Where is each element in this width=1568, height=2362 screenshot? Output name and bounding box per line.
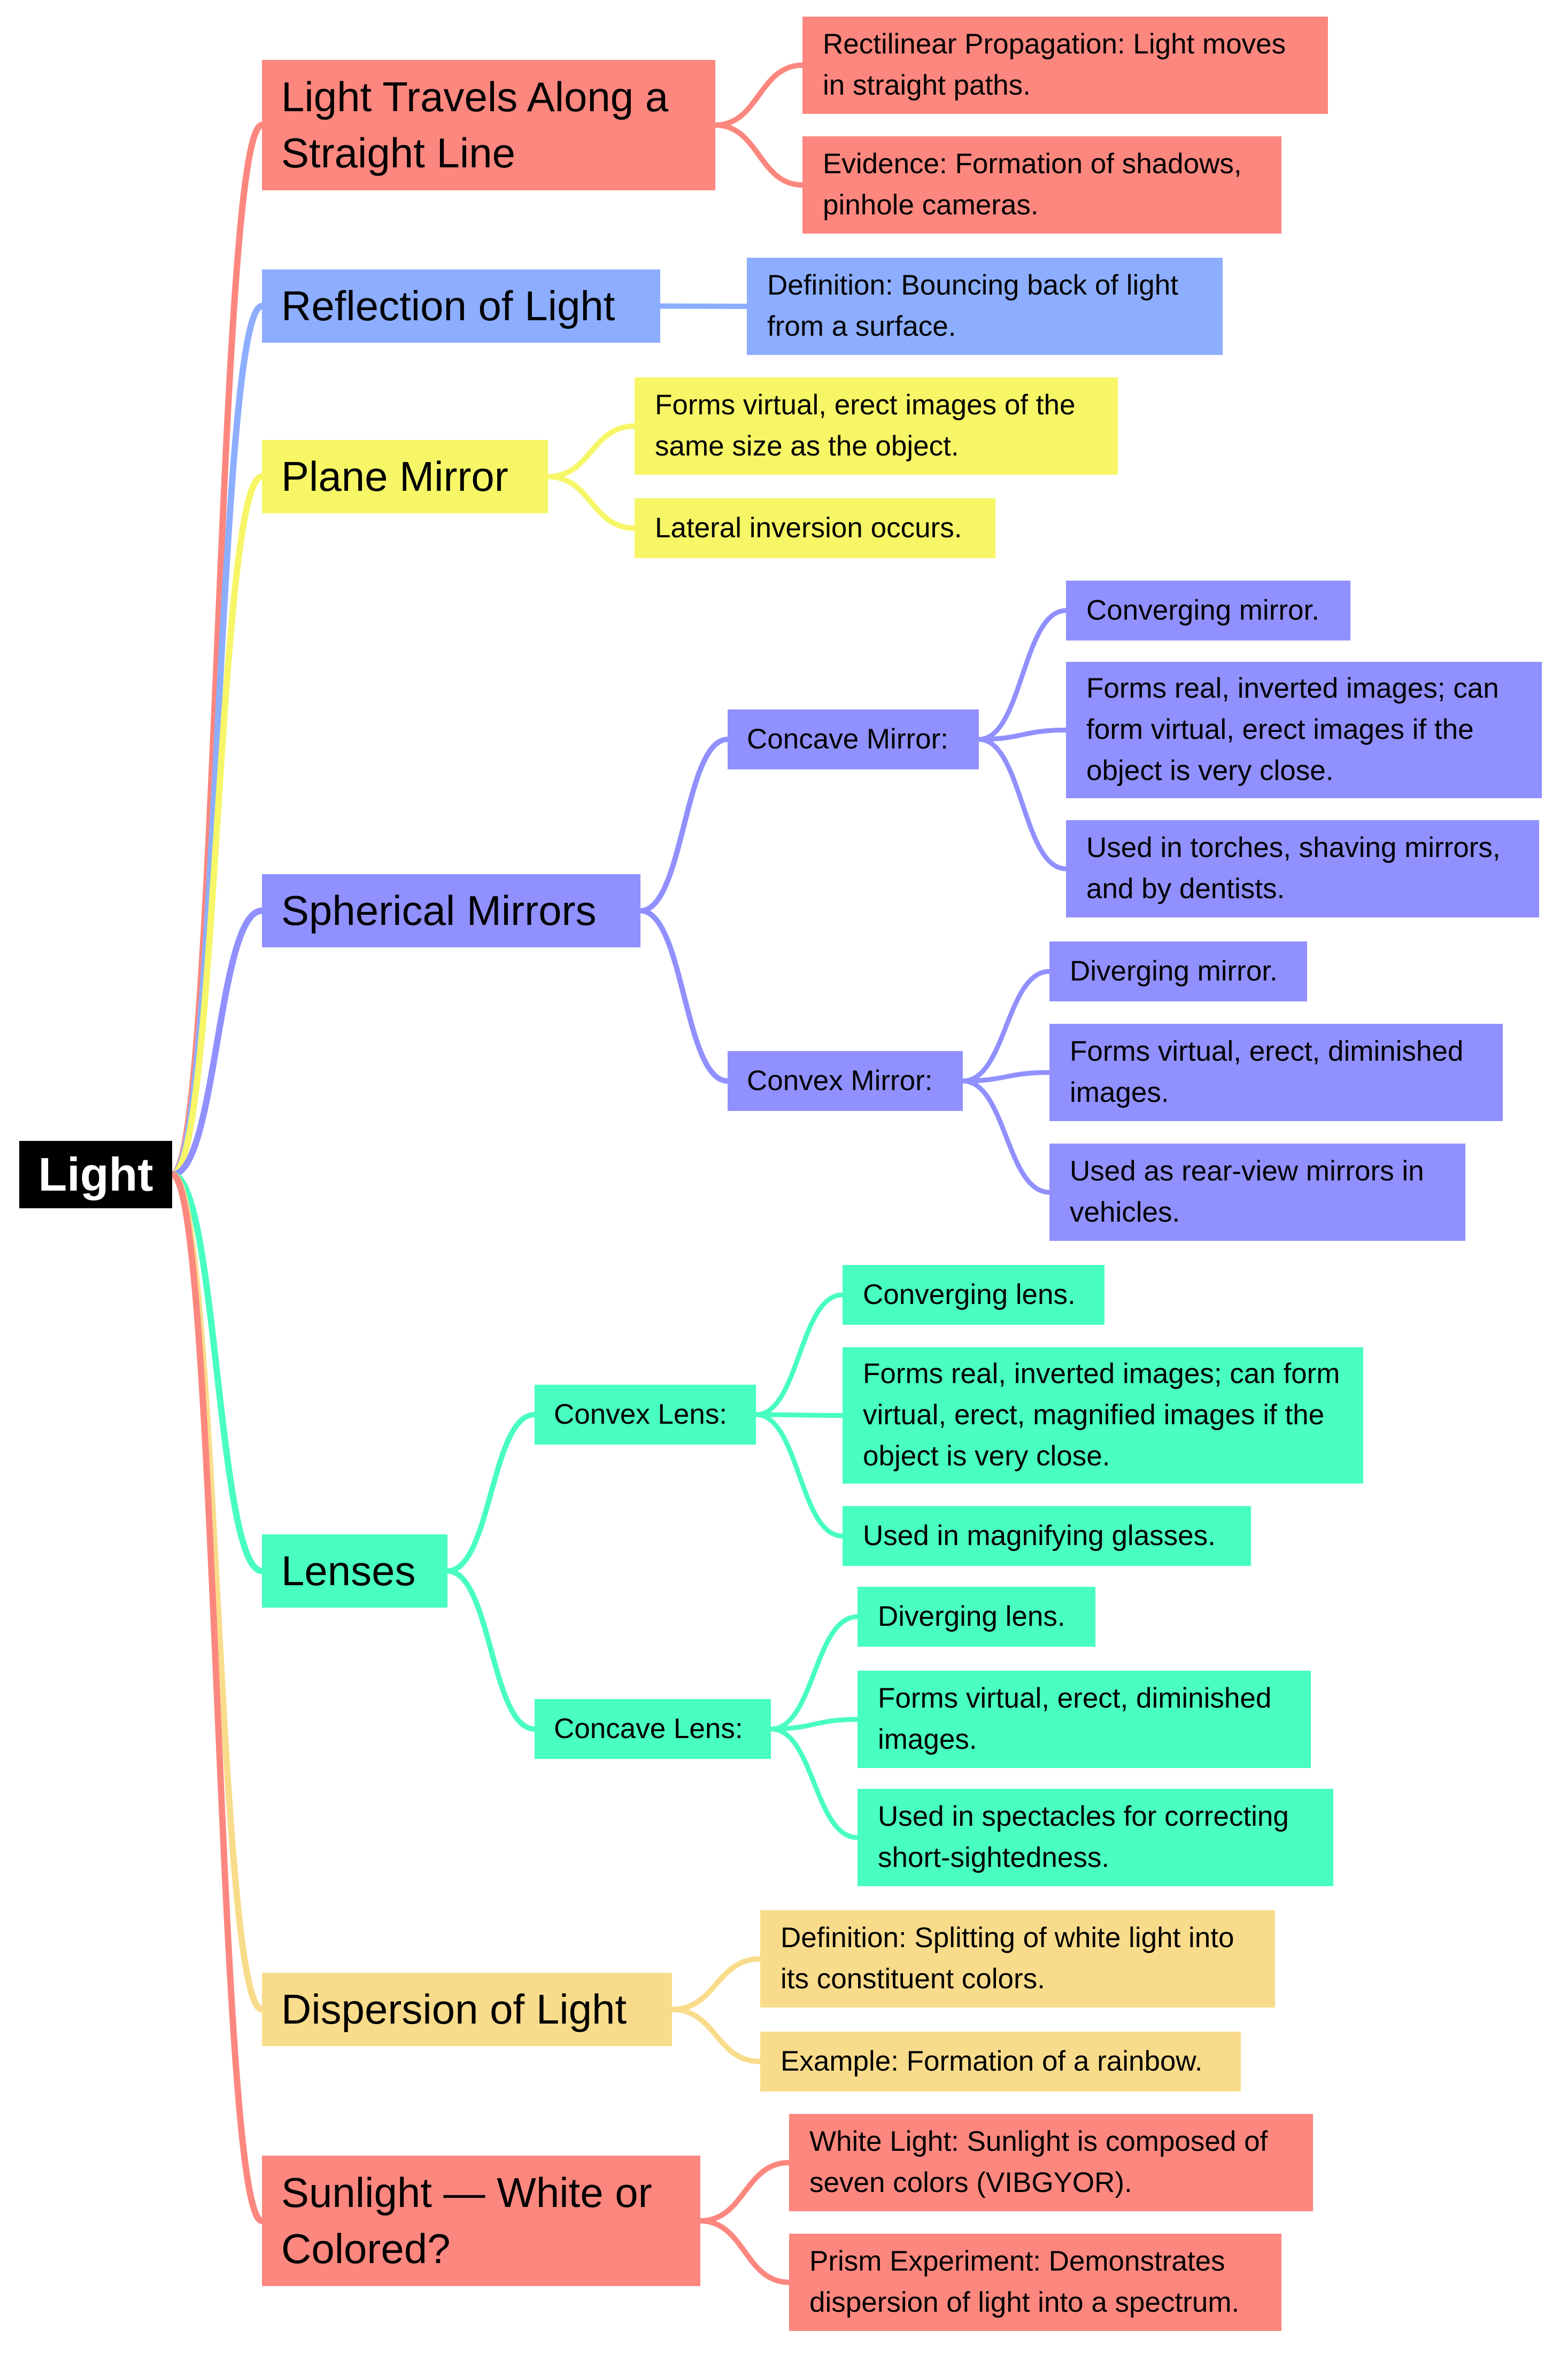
link-root-to-branch bbox=[169, 303, 265, 1178]
link-branch-to-child bbox=[445, 1412, 537, 1574]
leaf-evidence-shadows[interactable]: Evidence: Formation of shadows, pinhole … bbox=[802, 136, 1281, 234]
leaf-dispersion-example[interactable]: Example: Formation of a rainbow. bbox=[760, 2032, 1241, 2091]
node-label: Lenses bbox=[281, 1547, 416, 1594]
subbranch-convex-mirror[interactable]: Convex Mirror: bbox=[728, 1051, 963, 1111]
leaf-diverging-mirror[interactable]: Diverging mirror. bbox=[1049, 941, 1307, 1001]
node-label: Lateral inversion occurs. bbox=[655, 512, 962, 544]
link-branch-to-child bbox=[698, 2218, 792, 2285]
link-child-to-leaf bbox=[976, 728, 1069, 742]
node-label: Convex Lens: bbox=[554, 1398, 728, 1430]
node-label: Diverging lens. bbox=[878, 1600, 1065, 1632]
leaf-concave-lens-images[interactable]: Forms virtual, erect, diminished images. bbox=[858, 1671, 1311, 1768]
link-branch-to-child bbox=[545, 474, 637, 531]
node-label: Plane Mirror bbox=[281, 452, 508, 500]
leaf-diverging-lens[interactable]: Diverging lens. bbox=[858, 1587, 1095, 1647]
branch-spherical-mirrors[interactable]: Spherical Mirrors bbox=[262, 874, 640, 947]
link-child-to-leaf bbox=[768, 1726, 860, 1840]
subbranch-convex-lens[interactable]: Convex Lens: bbox=[535, 1385, 756, 1445]
link-branch-to-child bbox=[545, 423, 637, 480]
link-child-to-leaf bbox=[753, 1412, 845, 1539]
branch-reflection-of-light[interactable]: Reflection of Light bbox=[262, 269, 660, 343]
branch-plane-mirror[interactable]: Plane Mirror bbox=[262, 440, 548, 513]
node-label: Reflection of Light bbox=[281, 282, 615, 329]
node-label: Sunlight — White or Colored? bbox=[281, 2168, 652, 2272]
node-label: Forms real, inverted images; can form vi… bbox=[1086, 673, 1499, 786]
link-child-to-leaf bbox=[768, 1614, 860, 1732]
leaf-prism-experiment[interactable]: Prism Experiment: Demonstrates dispersio… bbox=[789, 2234, 1281, 2331]
root-node-label: Light bbox=[38, 1148, 153, 1201]
link-child-to-leaf bbox=[753, 1412, 845, 1418]
node-label: Dispersion of Light bbox=[281, 1985, 627, 2033]
subbranch-concave-lens[interactable]: Concave Lens: bbox=[535, 1699, 771, 1759]
leaf-dispersion-definition[interactable]: Definition: Splitting of white light int… bbox=[760, 1910, 1275, 2008]
link-branch-to-child bbox=[713, 122, 805, 188]
leaf-convex-mirror-uses[interactable]: Used as rear-view mirrors in vehicles. bbox=[1049, 1144, 1465, 1241]
node-label: Concave Mirror: bbox=[747, 723, 948, 755]
link-child-to-leaf bbox=[960, 1078, 1052, 1195]
leaf-white-light[interactable]: White Light: Sunlight is composed of sev… bbox=[789, 2114, 1313, 2211]
leaf-concave-lens-uses[interactable]: Used in spectacles for correcting short-… bbox=[858, 1789, 1333, 1886]
node-label: Converging mirror. bbox=[1086, 594, 1319, 626]
node-label: Convex Mirror: bbox=[747, 1064, 933, 1097]
node-label: Forms virtual, erect, diminished images. bbox=[1070, 1036, 1464, 1108]
node-label: Used as rear-view mirrors in vehicles. bbox=[1070, 1155, 1424, 1228]
branch-light-travels-straight[interactable]: Light Travels Along a Straight Line bbox=[262, 60, 715, 190]
leaf-lateral-inversion[interactable]: Lateral inversion occurs. bbox=[635, 498, 995, 558]
link-branch-to-child bbox=[713, 63, 805, 128]
link-root-to-branch bbox=[169, 1171, 265, 2013]
subbranch-concave-mirror[interactable]: Concave Mirror: bbox=[728, 709, 979, 769]
node-label: Example: Formation of a rainbow. bbox=[781, 2045, 1203, 2077]
branch-dispersion-of-light[interactable]: Dispersion of Light bbox=[262, 1973, 672, 2046]
link-child-to-leaf bbox=[768, 1717, 860, 1732]
link-branch-to-child bbox=[658, 303, 750, 309]
link-child-to-leaf bbox=[976, 737, 1069, 871]
link-root-to-branch bbox=[169, 907, 265, 1178]
node-label: Definition: Splitting of white light int… bbox=[781, 1922, 1234, 1995]
node-label: Forms real, inverted images; can form vi… bbox=[863, 1358, 1340, 1472]
node-label: Used in torches, shaving mirrors, and by… bbox=[1086, 832, 1501, 905]
node-label: White Light: Sunlight is composed of sev… bbox=[809, 2126, 1268, 2198]
leaf-concave-mirror-uses[interactable]: Used in torches, shaving mirrors, and by… bbox=[1066, 820, 1539, 917]
link-branch-to-child bbox=[669, 2006, 763, 2064]
node-label: Used in spectacles for correcting short-… bbox=[878, 1801, 1289, 1873]
link-child-to-leaf bbox=[960, 969, 1052, 1084]
leaf-plane-mirror-images[interactable]: Forms virtual, erect images of the same … bbox=[635, 377, 1118, 475]
link-root-to-branch bbox=[169, 1171, 265, 2224]
link-branch-to-child bbox=[698, 2160, 792, 2224]
node-label: Light Travels Along a Straight Line bbox=[281, 73, 669, 176]
leaf-converging-lens[interactable]: Converging lens. bbox=[843, 1265, 1104, 1325]
link-root-to-branch bbox=[169, 122, 265, 1178]
link-child-to-leaf bbox=[960, 1070, 1052, 1084]
link-branch-to-child bbox=[638, 737, 730, 914]
node-label: Forms virtual, erect images of the same … bbox=[655, 389, 1076, 462]
leaf-convex-lens-images[interactable]: Forms real, inverted images; can form vi… bbox=[843, 1347, 1363, 1484]
node-label: Concave Lens: bbox=[554, 1712, 743, 1745]
link-branch-to-child bbox=[445, 1568, 537, 1732]
root-node-light[interactable]: Light bbox=[19, 1141, 172, 1208]
node-label: Forms virtual, erect, diminished images. bbox=[878, 1682, 1272, 1755]
link-branch-to-child bbox=[638, 908, 730, 1084]
node-label: Used in magnifying glasses. bbox=[863, 1519, 1216, 1551]
branch-sunlight-white-or-colored[interactable]: Sunlight — White or Colored? bbox=[262, 2156, 700, 2286]
node-label: Spherical Mirrors bbox=[281, 886, 597, 934]
leaf-reflection-definition[interactable]: Definition: Bouncing back of light from … bbox=[747, 258, 1223, 355]
branch-lenses[interactable]: Lenses bbox=[262, 1534, 447, 1608]
leaf-concave-mirror-images[interactable]: Forms real, inverted images; can form vi… bbox=[1066, 662, 1542, 798]
link-child-to-leaf bbox=[976, 608, 1069, 742]
leaf-convex-lens-uses[interactable]: Used in magnifying glasses. bbox=[843, 1506, 1251, 1566]
link-root-to-branch bbox=[169, 1171, 265, 1574]
node-label: Diverging mirror. bbox=[1070, 955, 1278, 987]
leaf-rectilinear-propagation[interactable]: Rectilinear Propagation: Light moves in … bbox=[802, 17, 1328, 114]
leaf-convex-mirror-images[interactable]: Forms virtual, erect, diminished images. bbox=[1049, 1024, 1503, 1121]
node-label: Rectilinear Propagation: Light moves in … bbox=[823, 28, 1286, 101]
link-child-to-leaf bbox=[753, 1292, 845, 1417]
node-label: Evidence: Formation of shadows, pinhole … bbox=[823, 148, 1242, 221]
node-label: Prism Experiment: Demonstrates dispersio… bbox=[809, 2245, 1240, 2318]
leaf-converging-mirror[interactable]: Converging mirror. bbox=[1066, 581, 1350, 640]
link-branch-to-child bbox=[669, 1956, 763, 2012]
link-root-to-branch bbox=[169, 473, 265, 1178]
node-label: Converging lens. bbox=[863, 1278, 1076, 1310]
node-label: Definition: Bouncing back of light from … bbox=[767, 269, 1178, 342]
